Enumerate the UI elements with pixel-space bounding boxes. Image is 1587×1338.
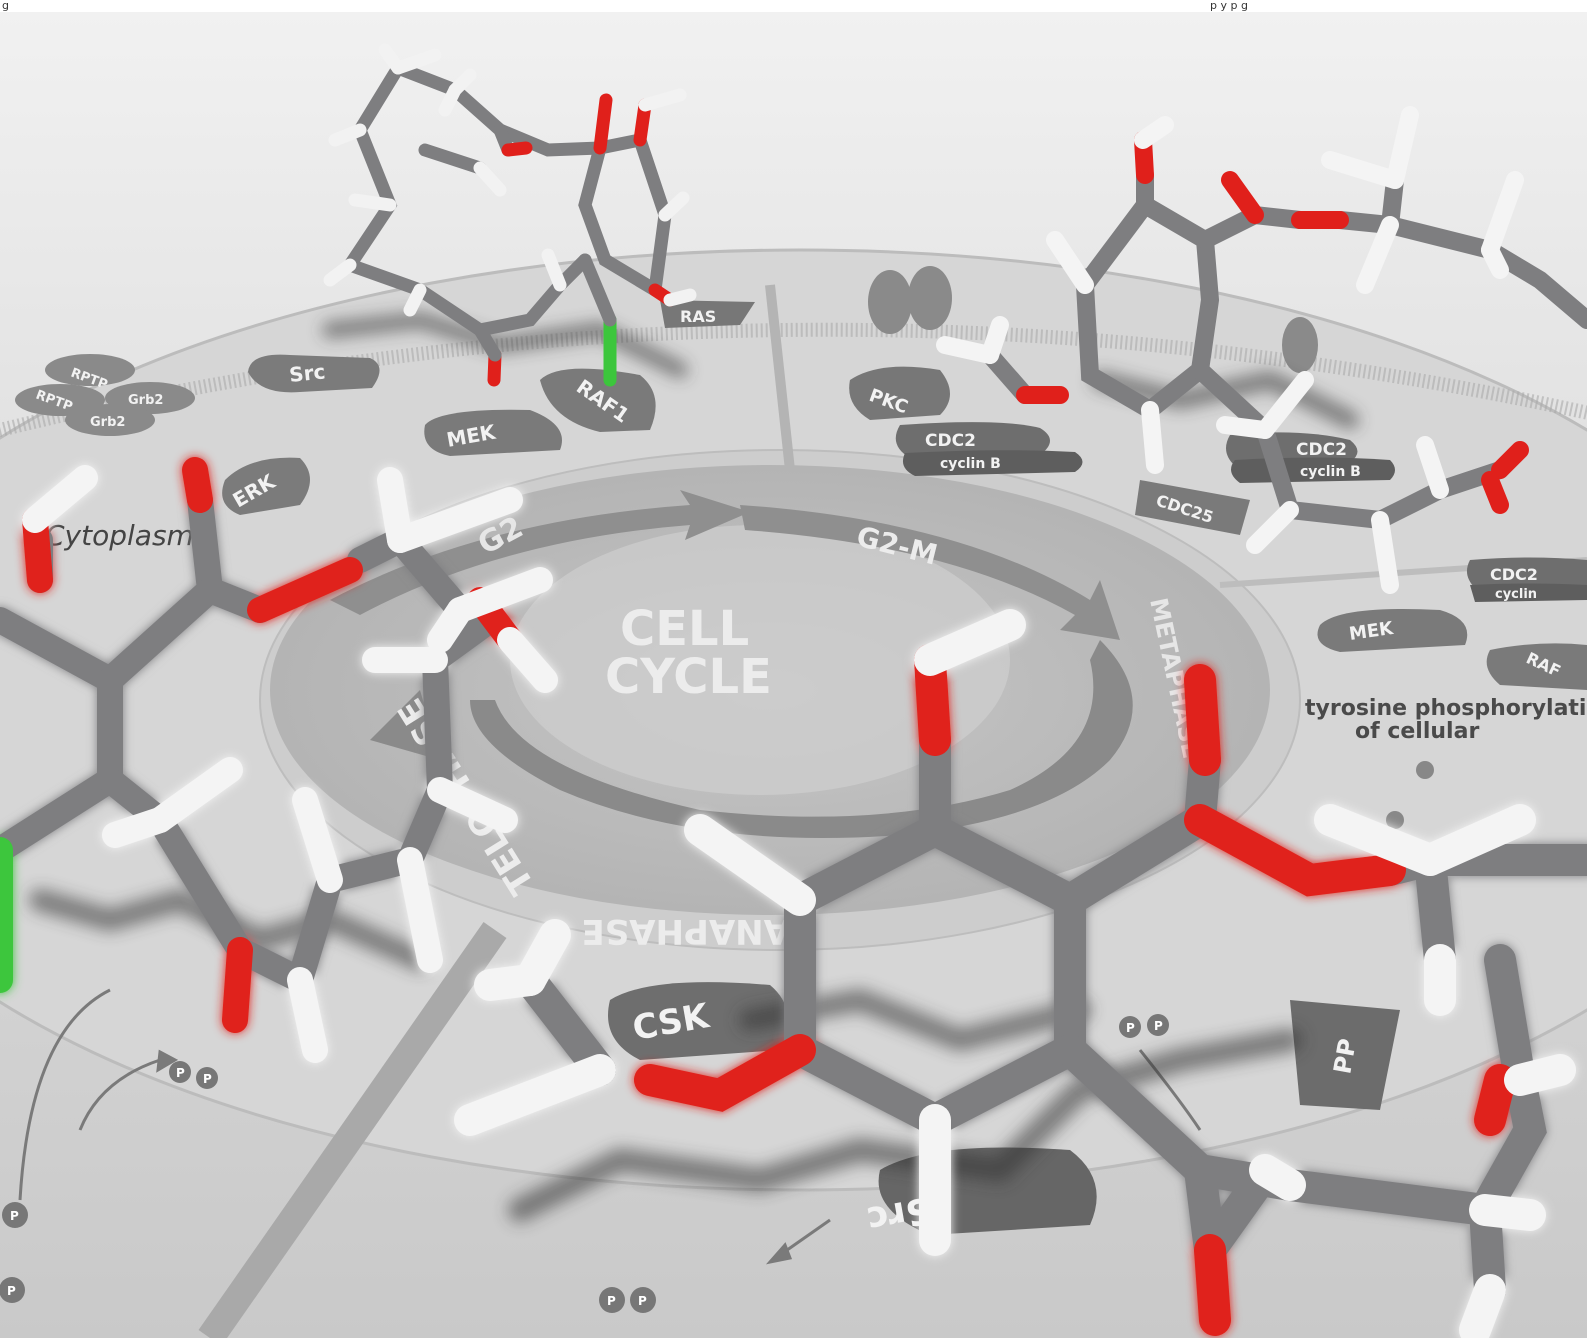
header-left-text: g	[2, 0, 9, 12]
protein-mek-right: MEK	[1317, 609, 1468, 652]
phase-anaphase-label: ANAPHASE	[582, 911, 790, 951]
protein-erk: ERK	[222, 457, 310, 515]
svg-text:Src: Src	[288, 359, 326, 387]
svg-text:cyclin B: cyclin B	[940, 456, 1001, 472]
svg-text:Grb2: Grb2	[128, 393, 163, 408]
svg-text:P: P	[10, 1209, 19, 1223]
cycle-arrows	[330, 490, 1133, 838]
divider-bottom	[198, 921, 507, 1338]
svg-text:P: P	[203, 1072, 212, 1086]
caption-line2: of cellular	[1355, 719, 1479, 744]
svg-text:cyclin: cyclin	[1495, 587, 1537, 602]
protein-mek-left: MEK	[424, 409, 562, 456]
svg-text:RAS: RAS	[680, 307, 716, 326]
protein-cdc2-cyclin-c: CDC2 cyclin	[1466, 557, 1587, 602]
svg-text:P: P	[7, 1284, 16, 1298]
protein-pp: PP	[1290, 1000, 1400, 1110]
protein-rptp-grb2-left: RPTP Grb2 RPTP Grb2	[15, 354, 195, 436]
protein-rptp-grb2-right	[868, 266, 1318, 373]
svg-text:PP: PP	[1328, 1037, 1362, 1077]
svg-text:P: P	[1154, 1019, 1163, 1033]
molecule-left	[0, 457, 558, 1063]
svg-text:CDC2: CDC2	[1490, 565, 1538, 584]
cell-cycle-title-line2: CYCLE	[605, 649, 772, 705]
svg-text:P: P	[176, 1066, 185, 1080]
caption-line1: tyrosine phosphorylation	[1305, 696, 1587, 721]
svg-text:Grb2: Grb2	[90, 415, 125, 430]
cell-cycle-title-line1: CELL	[620, 601, 749, 657]
svg-text:cyclin B: cyclin B	[1300, 464, 1361, 480]
protein-pkc: PKC	[849, 366, 950, 420]
protein-src-top: Src	[248, 354, 380, 393]
header-right-text: p y p g	[1210, 0, 1248, 12]
svg-text:P: P	[607, 1294, 616, 1308]
protein-raf1: RAF1	[540, 368, 656, 432]
molecule-front	[454, 609, 1587, 1338]
svg-text:CDC2: CDC2	[925, 431, 976, 451]
svg-text:CDC2: CDC2	[1296, 440, 1347, 460]
molecule-top-right	[936, 106, 1587, 594]
cytoplasm-label: Cytoplasm	[45, 519, 194, 552]
protein-cdc2-cyclin-a: CDC2 cyclin B	[895, 422, 1083, 476]
protein-ras: RAS	[660, 300, 755, 328]
svg-text:P: P	[638, 1294, 647, 1308]
protein-raf-right: RAF	[1486, 643, 1587, 690]
protein-csk: CSK	[608, 982, 788, 1060]
molecule-top-left	[323, 43, 697, 387]
svg-text:P: P	[1126, 1021, 1135, 1035]
